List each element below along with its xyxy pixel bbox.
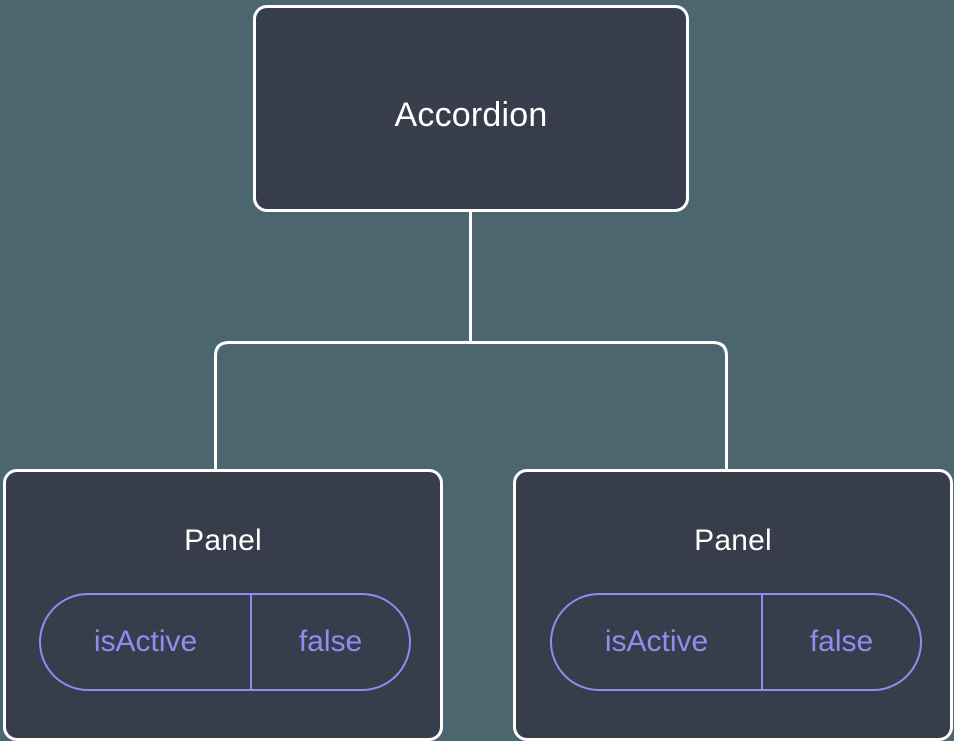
prop-key: isActive (41, 595, 252, 689)
edge-root-to-panel-right (470, 341, 728, 469)
node-accordion-label: Accordion (394, 96, 548, 134)
edge-root-to-panel-left (214, 341, 471, 469)
node-accordion[interactable]: Accordion (253, 5, 689, 212)
node-panel-1-prop-isactive[interactable]: isActive false (39, 593, 411, 691)
node-panel-2-prop-isactive[interactable]: isActive false (550, 593, 922, 691)
node-panel-2[interactable]: Panel isActive false (513, 469, 953, 741)
node-panel-1-label: Panel (184, 524, 262, 557)
prop-key: isActive (552, 595, 763, 689)
prop-value: false (298, 625, 363, 658)
node-panel-1[interactable]: Panel isActive false (3, 469, 443, 741)
prop-value: false (809, 625, 874, 658)
node-panel-2-label: Panel (694, 524, 772, 557)
